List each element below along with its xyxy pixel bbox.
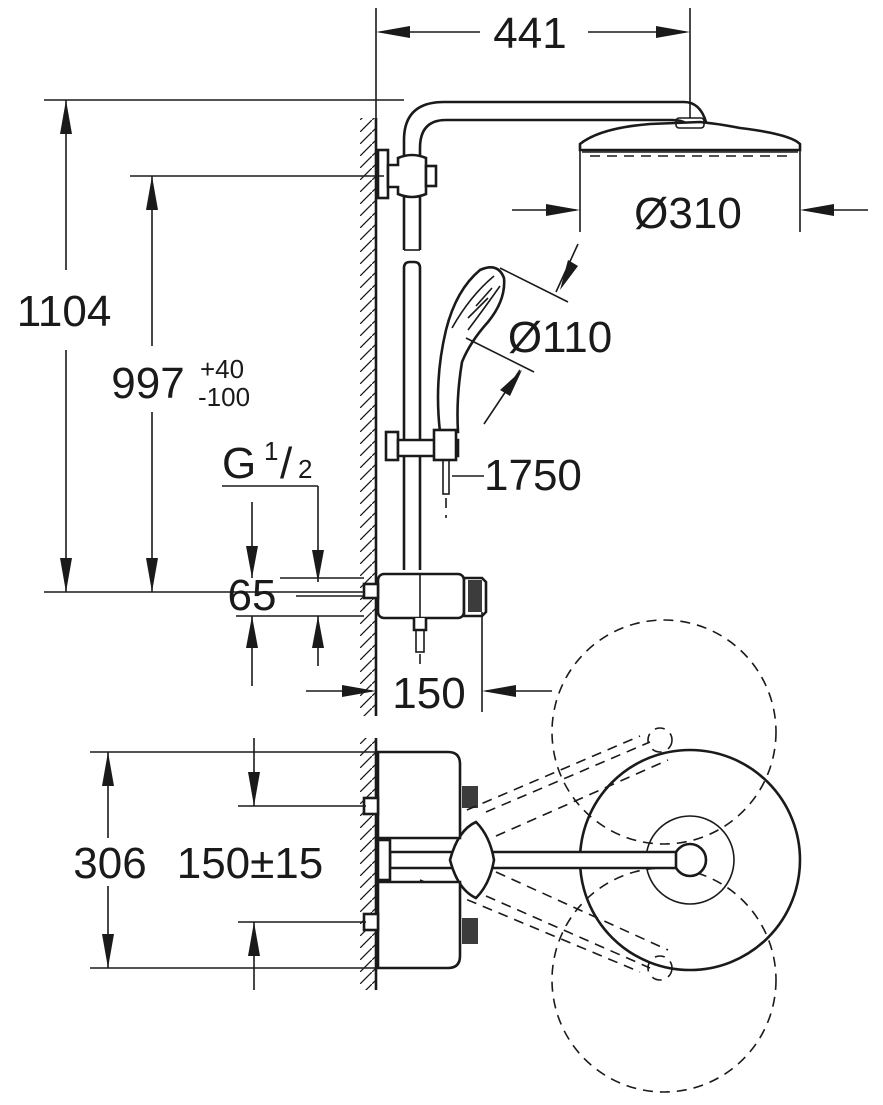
dimension-997: [130, 175, 384, 592]
hand-shower: [436, 266, 506, 434]
dimension-overhead-diameter: [512, 150, 868, 232]
top-view-thermostat-mixer: [362, 750, 478, 970]
dimension-441-label: 441: [493, 9, 566, 58]
overhead-shower-head: [578, 117, 802, 157]
hand-shower-holder: [384, 428, 460, 518]
dimension-997-tolerance-plus: +40: [200, 354, 244, 384]
upper-wall-bracket: [376, 148, 438, 200]
dimension-hand-diameter: [465, 243, 579, 425]
dimension-306-label: 306: [73, 839, 146, 888]
thread-size-denominator: 2: [298, 454, 312, 484]
dimension-1104-label: 1104: [17, 287, 112, 336]
wall-upper: [360, 118, 378, 716]
dimension-hand-diameter-label: Ø110: [508, 313, 612, 362]
dimension-1104: [44, 99, 404, 593]
thread-size-numerator: 1: [264, 436, 278, 466]
dimension-150-15: [238, 738, 366, 990]
dimension-65-label: 65: [228, 571, 277, 620]
thread-size-letter: G: [222, 439, 256, 488]
dimension-150-label: 150: [392, 669, 465, 718]
dimension-150-15-label: 150±15: [177, 839, 324, 888]
dimension-65: [236, 502, 364, 686]
top-view-hand-shower: [448, 820, 496, 900]
thread-size-slash: /: [280, 439, 293, 488]
thread-leader: [222, 485, 324, 582]
dimension-997-tolerance-minus: -100: [198, 382, 250, 412]
dimension-441: [375, 8, 691, 118]
hose-length-label: 1750: [484, 451, 582, 500]
thermostat-mixer-side: [362, 572, 488, 666]
wall-lower: [360, 738, 378, 990]
dimension-306: [90, 751, 376, 969]
dimension-overhead-diameter-label: Ø310: [634, 189, 742, 238]
dimension-150: [306, 612, 552, 712]
dimension-997-label: 997: [111, 359, 184, 408]
top-view-shower-arm: [376, 838, 678, 882]
